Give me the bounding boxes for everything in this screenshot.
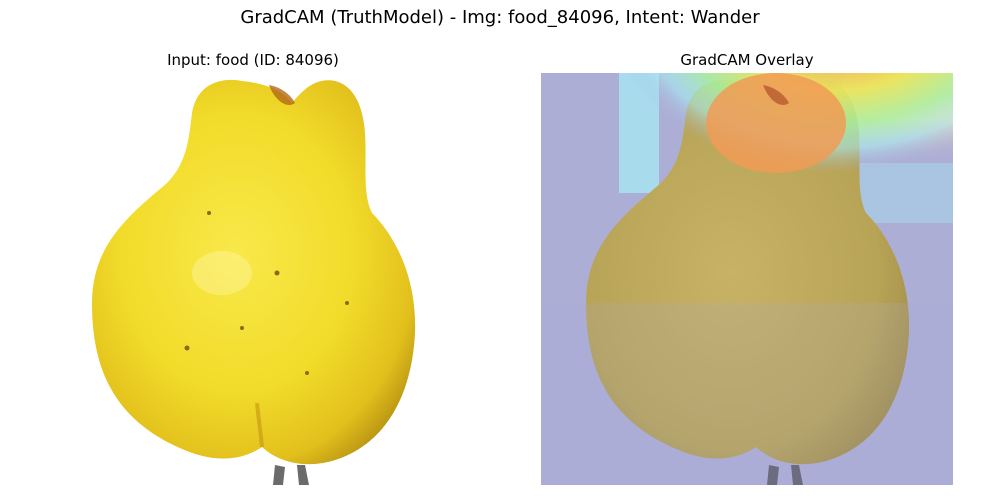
quince-photo (47, 73, 459, 485)
input-image (47, 73, 459, 485)
gradcam-overlay-image (541, 73, 953, 485)
heatmap-overlay (541, 73, 953, 485)
overlay-panel-title: GradCAM Overlay (680, 51, 814, 69)
quince-fruit (92, 79, 416, 465)
figure-title: GradCAM (TruthModel) - Img: food_84096, … (240, 7, 760, 28)
input-panel-title: Input: food (ID: 84096) (167, 51, 339, 69)
